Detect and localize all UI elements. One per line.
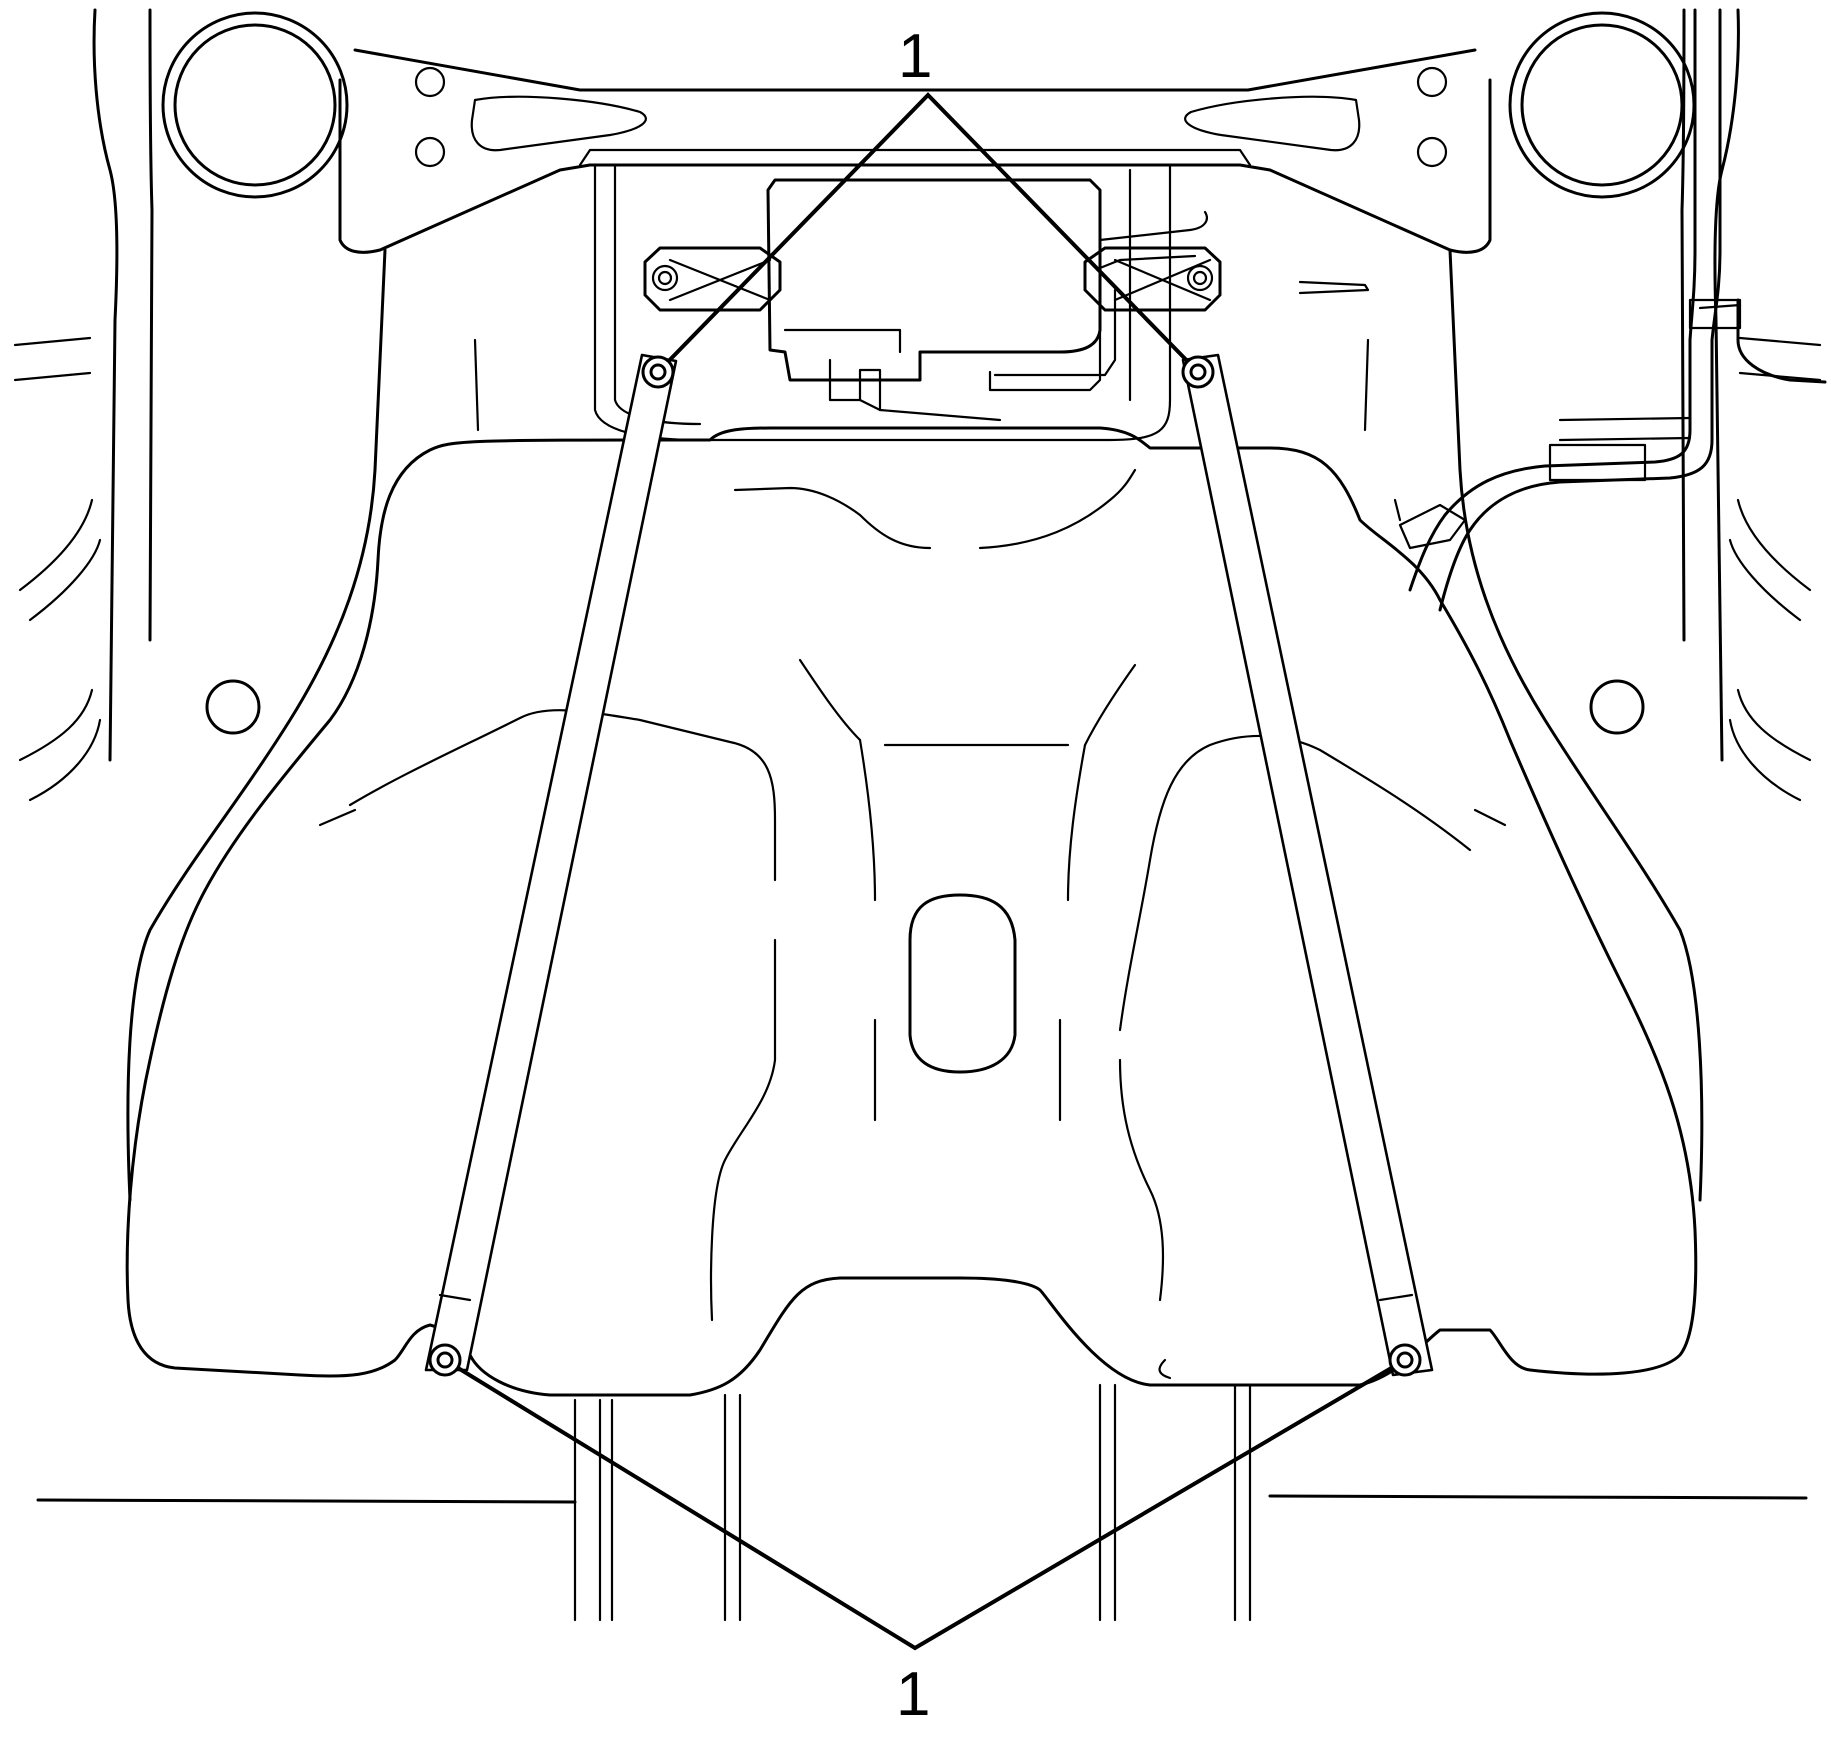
callout-label-top: 1 <box>898 22 933 91</box>
strap-bolt-lower-left <box>428 1343 462 1377</box>
inner-rails <box>126 248 1704 1202</box>
callout-leaders <box>443 92 1407 1651</box>
strap-bolt-lower-right <box>1388 1343 1422 1377</box>
fuel-pump-assembly <box>593 163 1370 442</box>
fuel-tank <box>125 426 1698 1397</box>
fuel-tank-strap-left <box>424 353 678 1372</box>
callout-label-bottom: 1 <box>896 1660 931 1729</box>
strap-bolt-upper-left <box>641 355 675 389</box>
fuel-filler-pipe <box>1393 8 1827 612</box>
strap-bolt-upper-right <box>1181 355 1215 389</box>
frame-rails <box>13 8 1822 802</box>
underbody-lines <box>36 1383 1808 1622</box>
fuel-tank-strap-right <box>1181 353 1434 1377</box>
